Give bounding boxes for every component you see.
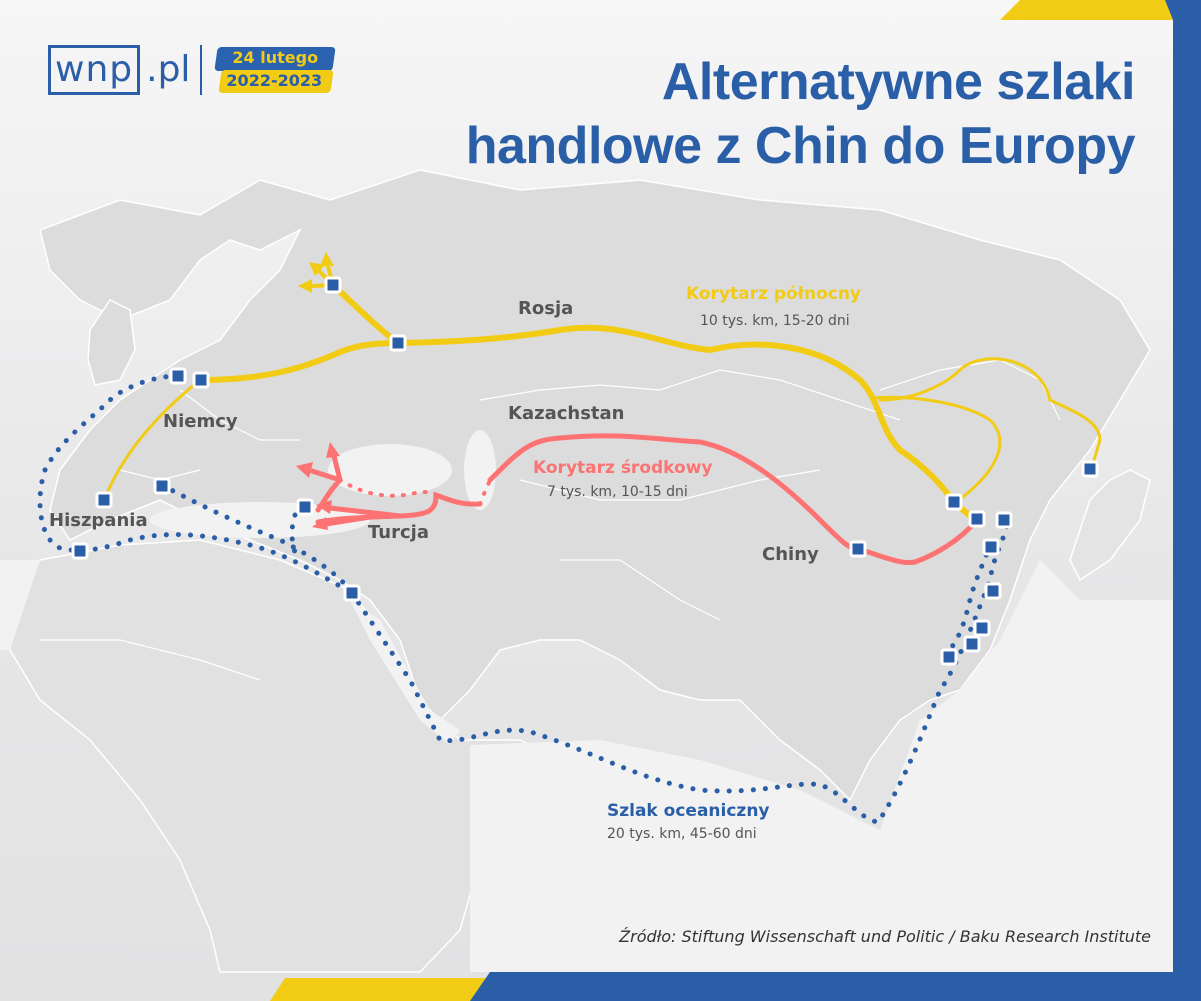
- logo-separator: [200, 45, 203, 95]
- node-vladivostok: [1081, 460, 1099, 478]
- frame-right-band: [1173, 0, 1201, 1001]
- node-dalian: [995, 511, 1013, 529]
- node-rotterdam: [169, 367, 187, 385]
- badge-date: 24 lutego: [232, 48, 319, 67]
- node-suez: [343, 584, 361, 602]
- node-ningbo: [973, 619, 991, 637]
- label-kazakhstan: Kazachstan: [508, 403, 625, 424]
- ocean-route: [37, 373, 1011, 825]
- label-russia: Rosja: [518, 298, 574, 319]
- source-citation: Źródło: Stiftung Wissenschaft und Politi…: [619, 927, 1151, 946]
- water-bodies: [0, 430, 1173, 972]
- node-xian: [849, 540, 867, 558]
- node-duisburg: [192, 371, 210, 389]
- northern-corridor-route: [102, 282, 1102, 523]
- middle-corridor-title: Korytarz środkowy: [533, 458, 713, 478]
- title-line-1: Alternatywne szlaki: [661, 53, 1136, 111]
- label-germany: Niemcy: [163, 411, 238, 432]
- node-istanbul: [296, 498, 314, 516]
- node-genoa: [153, 477, 171, 495]
- wnp-logo[interactable]: wnp .pl 24 lutego 2022-2023: [48, 45, 337, 95]
- node-qingdao: [982, 538, 1000, 556]
- badge-years: 2022-2023: [226, 71, 323, 90]
- title-line-2: handlowe z Chin do Europy: [465, 117, 1136, 175]
- ocean-route-details: 20 tys. km, 45-60 dni: [607, 826, 757, 842]
- node-moscow: [389, 334, 407, 352]
- ocean-route-title: Szlak oceaniczny: [607, 801, 770, 821]
- node-shenzhen: [940, 648, 958, 666]
- node-xiamen: [963, 635, 981, 653]
- frame-accents: [270, 0, 1201, 1001]
- middle-arrows: [296, 442, 403, 530]
- node-algeciras: [71, 542, 89, 560]
- node-tianjin: [968, 510, 986, 528]
- label-china: Chiny: [762, 544, 819, 565]
- logo-tld: .pl: [146, 49, 191, 90]
- northern-corridor-details: 10 tys. km, 15-20 dni: [700, 313, 850, 329]
- land-masses: [9, 169, 1151, 973]
- logo-brand: wnp: [55, 49, 134, 90]
- northern-corridor-title: Korytarz północny: [686, 284, 862, 304]
- label-turkey: Turcja: [368, 522, 429, 543]
- anniversary-badge: 24 lutego 2022-2023: [214, 45, 337, 95]
- node-st-petersburg: [324, 276, 342, 294]
- route-nodes: [71, 276, 1099, 666]
- page-title: Alternatywne szlaki handlowe z Chin do E…: [465, 50, 1136, 178]
- middle-corridor-details: 7 tys. km, 10-15 dni: [547, 484, 688, 500]
- label-spain: Hiszpania: [49, 510, 148, 531]
- node-madrid: [95, 491, 113, 509]
- logo-box: wnp: [48, 45, 141, 95]
- node-beijing: [945, 493, 963, 511]
- node-shanghai: [984, 582, 1002, 600]
